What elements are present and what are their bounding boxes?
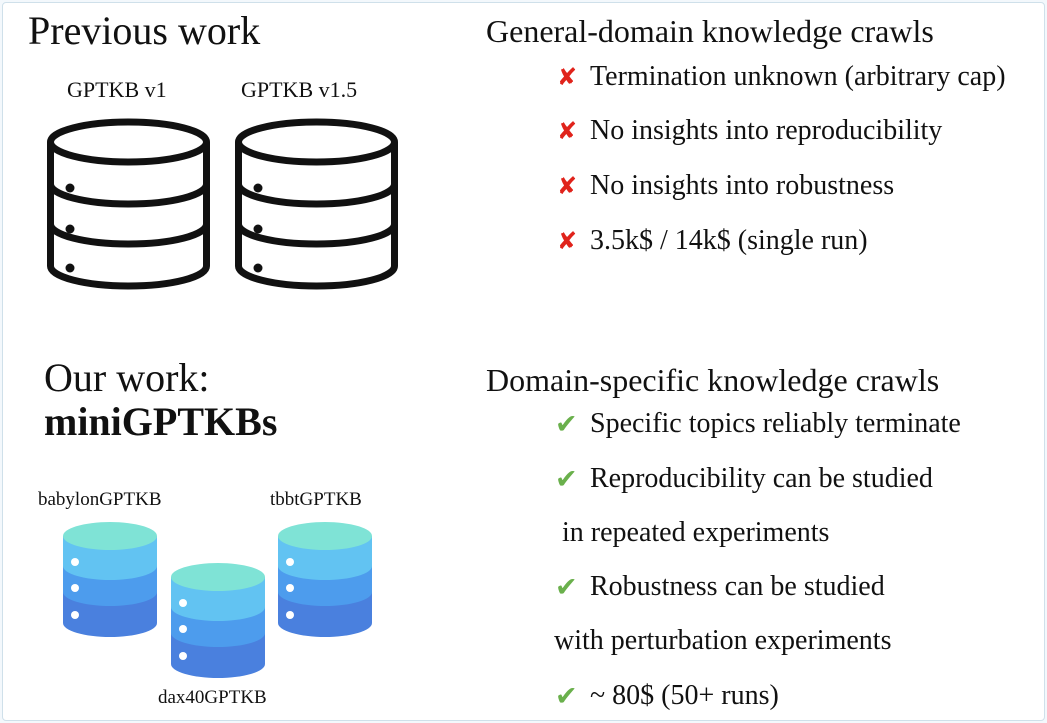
gptkb-v1-database-icon xyxy=(47,118,210,290)
general-item-reproducibility: No insights into reproducibility xyxy=(590,115,943,146)
gptkb-v1-label: GPTKB v1 xyxy=(67,77,167,102)
specific-item-cost: ~ 80$ (50+ runs) xyxy=(590,680,779,711)
check-icon: ✔ xyxy=(555,572,578,603)
babylon-gptkb-database-icon xyxy=(63,522,157,637)
specific-item-robustness-cont: with perturbation experiments xyxy=(554,625,892,656)
gptkb-v15-label: GPTKB v1.5 xyxy=(241,77,358,102)
specific-item-termination: Specific topics reliably terminate xyxy=(590,408,961,439)
gptkb-v15-database-icon xyxy=(235,118,398,290)
our-work-title: Our work: xyxy=(44,355,210,400)
general-item-robustness: No insights into robustness xyxy=(590,170,895,201)
cross-icon: ✘ xyxy=(557,227,578,255)
specific-item-robustness: Robustness can be studied xyxy=(590,571,885,602)
general-item-termination: Termination unknown (arbitrary cap) xyxy=(590,61,1006,92)
check-icon: ✔ xyxy=(555,464,578,495)
check-icon: ✔ xyxy=(555,681,578,712)
tbbt-gptkb-database-icon xyxy=(278,522,372,637)
check-icon: ✔ xyxy=(555,409,578,440)
specific-item-reproducibility-cont: in repeated experiments xyxy=(562,517,830,548)
babylon-gptkb-label: babylonGPTKB xyxy=(38,489,162,510)
dax40-gptkb-label: dax40GPTKB xyxy=(158,687,267,708)
specific-item-reproducibility: Reproducibility can be studied xyxy=(590,463,933,494)
general-item-cost: 3.5k$ / 14k$ (single run) xyxy=(590,225,868,256)
domain-specific-title: Domain-specific knowledge crawls xyxy=(486,362,940,398)
cross-icon: ✘ xyxy=(557,172,578,200)
tbbt-gptkb-label: tbbtGPTKB xyxy=(270,489,362,510)
minigptkbs-title: miniGPTKBs xyxy=(44,399,278,444)
dax40-gptkb-database-icon xyxy=(171,563,265,678)
general-domain-title: General-domain knowledge crawls xyxy=(486,13,934,49)
cross-icon: ✘ xyxy=(557,63,578,91)
previous-work-title: Previous work xyxy=(28,8,261,53)
cross-icon: ✘ xyxy=(557,117,578,145)
